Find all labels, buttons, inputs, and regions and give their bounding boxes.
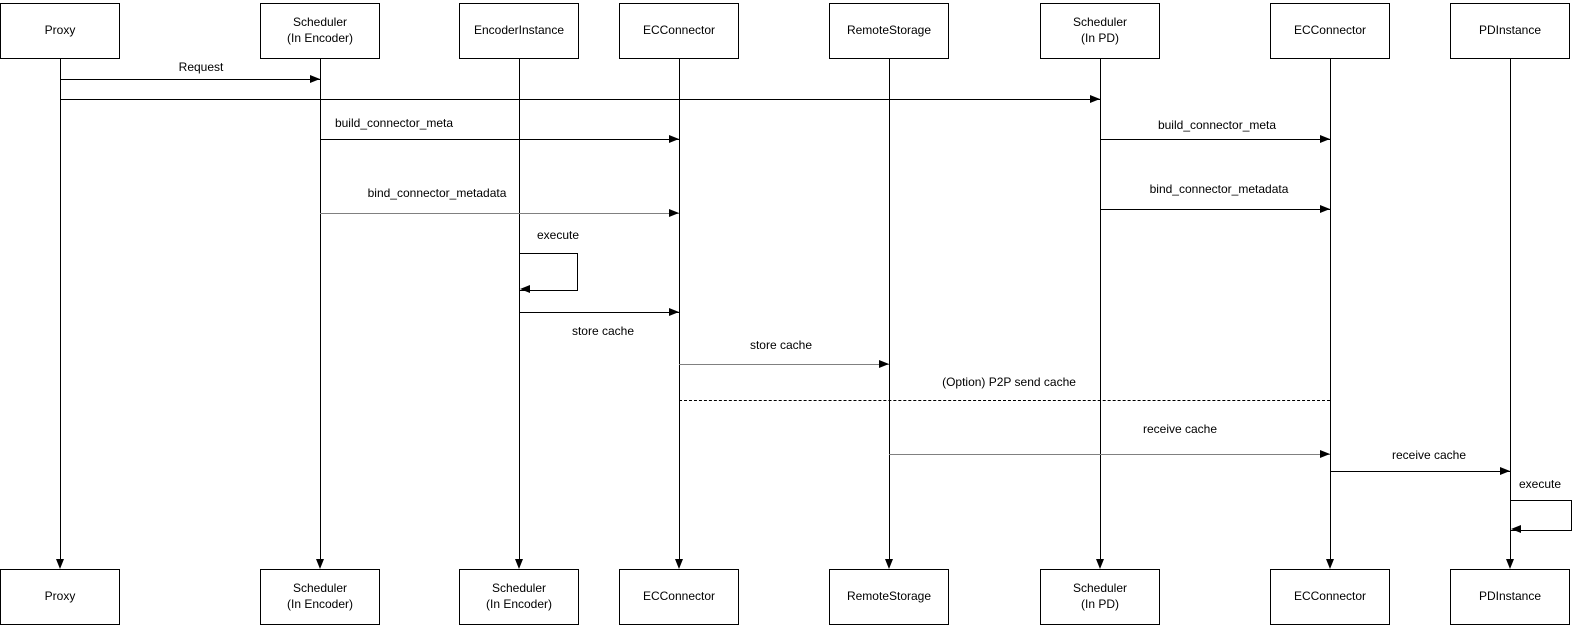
actor-top-box-ec-connector-pd: ECConnector bbox=[1270, 3, 1390, 59]
lifeline-arrowhead-proxy bbox=[56, 559, 64, 569]
actor-bottom-box-encoder-instance: Scheduler (In Encoder) bbox=[459, 569, 579, 625]
message-arrowhead-receive-cache-to-pd bbox=[1500, 467, 1510, 475]
self-loop-arrowhead-execute-encoder bbox=[520, 285, 530, 293]
actor-bottom-box-scheduler-in-encoder: Scheduler (In Encoder) bbox=[260, 569, 380, 625]
actor-top-box-ec-connector-encoder: ECConnector bbox=[619, 3, 739, 59]
lifeline-arrowhead-encoder-instance bbox=[515, 559, 523, 569]
message-label-receive-cache-from-remote: receive cache bbox=[1140, 422, 1220, 436]
message-line-receive-cache-from-remote bbox=[889, 454, 1330, 455]
message-arrowhead-build-connector-meta-encoder bbox=[669, 135, 679, 143]
lifeline-scheduler-in-pd bbox=[1100, 59, 1101, 560]
message-label-build-connector-meta-encoder: build_connector_meta bbox=[332, 116, 456, 130]
message-arrowhead-encoder-store-cache bbox=[669, 308, 679, 316]
actor-bottom-box-ec-connector-pd: ECConnector bbox=[1270, 569, 1390, 625]
message-arrowhead-store-cache-remote bbox=[879, 360, 889, 368]
lifeline-pd-instance bbox=[1510, 59, 1511, 560]
message-line-bind-connector-metadata-encoder bbox=[320, 213, 679, 214]
lifeline-scheduler-in-encoder bbox=[320, 59, 321, 560]
lifeline-arrowhead-scheduler-in-pd bbox=[1096, 559, 1104, 569]
message-arrowhead-request bbox=[310, 75, 320, 83]
message-label-receive-cache-to-pd: receive cache bbox=[1389, 448, 1469, 462]
lifeline-arrowhead-pd-instance bbox=[1506, 559, 1514, 569]
lifeline-arrowhead-ec-connector-encoder bbox=[675, 559, 683, 569]
lifeline-proxy bbox=[60, 59, 61, 560]
lifeline-remote-storage bbox=[889, 59, 890, 560]
message-arrowhead-bind-connector-metadata-pd bbox=[1320, 205, 1330, 213]
lifeline-arrowhead-ec-connector-pd bbox=[1326, 559, 1334, 569]
actor-top-box-remote-storage: RemoteStorage bbox=[829, 3, 949, 59]
self-loop-execute-encoder bbox=[519, 253, 578, 291]
actor-bottom-box-scheduler-in-pd: Scheduler (In PD) bbox=[1040, 569, 1160, 625]
actor-top-box-scheduler-in-pd: Scheduler (In PD) bbox=[1040, 3, 1160, 59]
self-loop-execute-pd bbox=[1510, 500, 1572, 531]
message-arrowhead-bind-connector-metadata-encoder bbox=[669, 209, 679, 217]
actor-bottom-box-pd-instance: PDInstance bbox=[1450, 569, 1570, 625]
message-label-bind-connector-metadata-pd: bind_connector_metadata bbox=[1147, 182, 1291, 196]
message-line-p2p-send-cache bbox=[679, 400, 1330, 401]
message-label-p2p-send-cache: (Option) P2P send cache bbox=[940, 375, 1078, 389]
actor-top-box-pd-instance: PDInstance bbox=[1450, 3, 1570, 59]
message-label-request: Request bbox=[176, 60, 226, 74]
message-arrowhead-build-connector-meta-pd bbox=[1320, 135, 1330, 143]
lifeline-ec-connector-encoder bbox=[679, 59, 680, 560]
lifeline-encoder-instance bbox=[519, 59, 520, 560]
self-loop-label-execute-pd: execute bbox=[1519, 477, 1562, 491]
message-line-proxy-to-pd-scheduler bbox=[60, 99, 1100, 100]
lifeline-arrowhead-scheduler-in-encoder bbox=[316, 559, 324, 569]
message-line-request bbox=[60, 79, 320, 80]
actor-bottom-box-remote-storage: RemoteStorage bbox=[829, 569, 949, 625]
message-label-build-connector-meta-pd: build_connector_meta bbox=[1155, 118, 1279, 132]
message-line-store-cache-remote bbox=[679, 364, 889, 365]
self-loop-arrowhead-execute-pd bbox=[1511, 525, 1521, 533]
actor-top-box-scheduler-in-encoder: Scheduler (In Encoder) bbox=[260, 3, 380, 59]
actor-top-box-proxy: Proxy bbox=[0, 3, 120, 59]
message-label-store-cache-remote: store cache bbox=[747, 338, 815, 352]
message-line-build-connector-meta-pd bbox=[1100, 139, 1330, 140]
actor-bottom-box-ec-connector-encoder: ECConnector bbox=[619, 569, 739, 625]
message-line-bind-connector-metadata-pd bbox=[1100, 209, 1330, 210]
message-arrowhead-receive-cache-from-remote bbox=[1320, 450, 1330, 458]
lifeline-arrowhead-remote-storage bbox=[885, 559, 893, 569]
message-line-build-connector-meta-encoder bbox=[320, 139, 679, 140]
message-line-receive-cache-to-pd bbox=[1330, 471, 1510, 472]
self-loop-label-execute-encoder: execute bbox=[537, 228, 580, 242]
message-label-bind-connector-metadata-encoder: bind_connector_metadata bbox=[365, 186, 509, 200]
actor-bottom-box-proxy: Proxy bbox=[0, 569, 120, 625]
message-label-encoder-store-cache: store cache bbox=[569, 324, 637, 338]
message-arrowhead-proxy-to-pd-scheduler bbox=[1090, 95, 1100, 103]
actor-top-box-encoder-instance: EncoderInstance bbox=[459, 3, 579, 59]
lifeline-ec-connector-pd bbox=[1330, 59, 1331, 560]
message-line-encoder-store-cache bbox=[519, 312, 679, 313]
